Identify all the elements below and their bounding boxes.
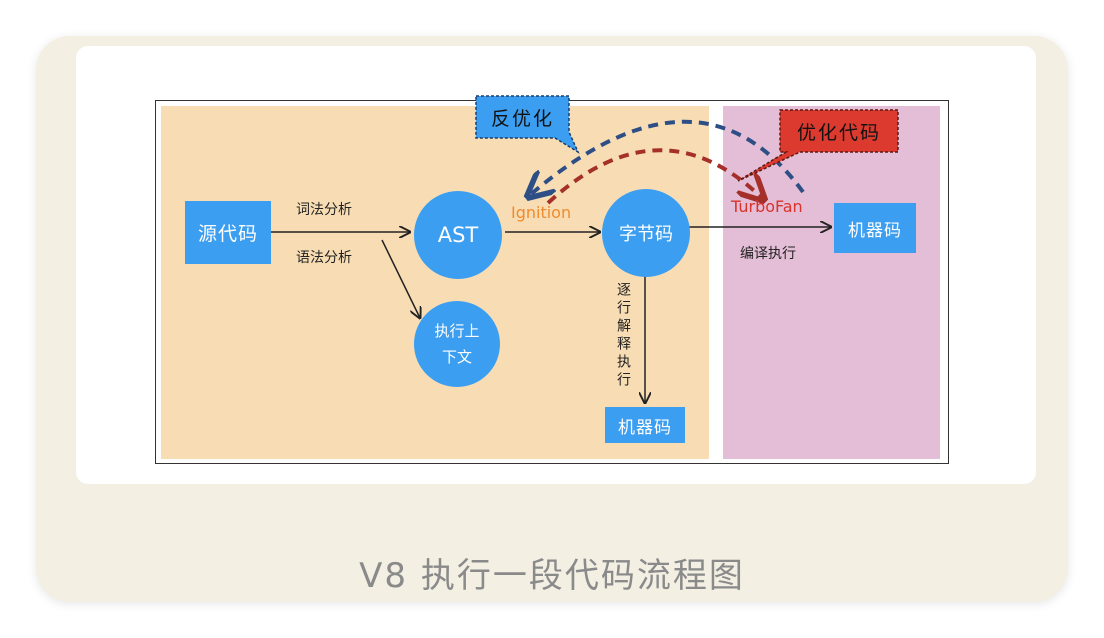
ignition-label: Ignition: [511, 203, 572, 222]
optimize-callout: 优化代码: [780, 111, 898, 151]
deoptimize-callout: 反优化: [476, 97, 569, 137]
optimize-callout-shape: [737, 109, 899, 182]
bytecode-node: 字节码: [602, 189, 690, 277]
source-code-label: 源代码: [197, 223, 258, 245]
bytecode-label: 字节码: [619, 224, 673, 245]
interpret-line-by-line-label: 逐行解释执行: [615, 282, 631, 390]
interpreted-machine-code-node: 机器码: [605, 407, 685, 443]
optimize-callout-text: 优化代码: [796, 121, 881, 144]
figure-caption: V8 执行一段代码流程图: [359, 556, 745, 596]
source-to-context-arrow: [381, 239, 420, 318]
deoptimize-arrow: [530, 119, 805, 195]
interpreted-machine-code-label: 机器码: [618, 417, 672, 438]
compiler-region: [723, 106, 940, 459]
deoptimize-callout-shape: [475, 95, 580, 154]
source-code-node: 源代码: [185, 201, 271, 264]
compile-execute-label: 编译执行: [740, 246, 796, 262]
execution-context-node: 执行上 下文: [414, 301, 500, 387]
lexical-analysis-label: 词法分析: [296, 202, 352, 218]
deoptimize-callout-text: 反优化: [490, 107, 554, 130]
syntax-analysis-label: 语法分析: [296, 250, 352, 266]
ast-label: AST: [437, 223, 479, 247]
execution-context-line2: 下文: [441, 348, 472, 366]
optimize-arrow: [546, 148, 762, 203]
execution-context-line1: 执行上: [434, 322, 480, 340]
compiled-machine-code-label: 机器码: [848, 220, 902, 241]
ast-node: AST: [414, 191, 502, 279]
turbofan-label: TurboFan: [731, 197, 803, 216]
compiled-machine-code-node: 机器码: [834, 203, 916, 253]
interpreter-region: [161, 106, 709, 459]
